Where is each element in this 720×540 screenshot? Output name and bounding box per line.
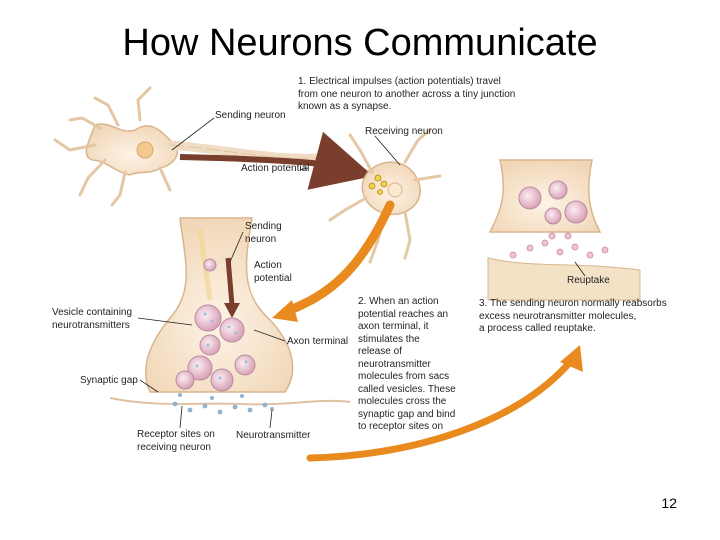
label-action-potential-mid: Action potential — [254, 260, 292, 284]
orange-arrow-head-1 — [272, 300, 298, 322]
label-neurotransmitter: Neurotransmitter — [236, 430, 311, 441]
step3-text: 3. The sending neuron normally reabsorbs… — [479, 298, 667, 334]
action-potential-arrow — [179, 131, 374, 190]
leader-lines — [137, 117, 586, 429]
label-sending-neuron-top: Sending neuron — [215, 110, 286, 121]
page-title: How Neurons Communicate — [122, 22, 598, 64]
label-axon-terminal: Axon terminal — [287, 336, 349, 347]
label-reuptake: Reuptake — [567, 275, 610, 286]
page-number: 12 — [661, 495, 677, 511]
reuptake-terminal — [487, 159, 641, 301]
step1-text: 1. Electrical impulses (action potential… — [298, 76, 516, 112]
step2-text: 2. When an action potential reaches an a… — [358, 296, 456, 432]
label-receptor-sites: Receptor sites on receiving neuron — [137, 429, 215, 453]
orange-arrow-to-reuptake — [306, 358, 574, 462]
axon-terminal-large — [109, 217, 351, 415]
label-sending-neuron-mid: Sending neuron — [245, 221, 282, 245]
orange-arrow-head-2 — [560, 345, 583, 372]
label-action-potential-top: Action potential — [241, 163, 310, 174]
label-synaptic-gap: Synaptic gap — [80, 375, 138, 386]
orange-arrow-to-terminal — [280, 200, 395, 317]
label-receiving-neuron: Receiving neuron — [365, 126, 443, 137]
receiving-neuron-top — [328, 128, 442, 264]
label-vesicle: Vesicle containing neurotransmitters — [52, 307, 133, 331]
